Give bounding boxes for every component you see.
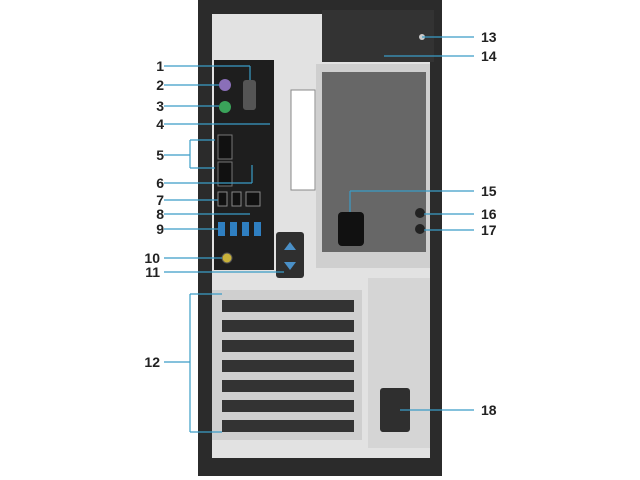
- psu-vent: [322, 72, 426, 252]
- displayport-1: [217, 134, 233, 160]
- callout-15: 15: [481, 183, 497, 199]
- usb2-port-2: [231, 191, 242, 207]
- callout-17: 17: [481, 222, 497, 238]
- expansion-slots: [212, 290, 362, 440]
- callout-5: 5: [156, 147, 164, 163]
- callout-11: 11: [145, 264, 160, 280]
- psu-test-light: [415, 224, 425, 234]
- callout-1: 1: [156, 58, 164, 74]
- usb3-port-3: [242, 222, 249, 236]
- callout-4: 4: [156, 116, 164, 132]
- callout-10: 10: [144, 250, 160, 266]
- usb3-port-1: [218, 222, 225, 236]
- callout-6: 6: [156, 175, 164, 191]
- usb3-port-4: [254, 222, 261, 236]
- ps2-mouse-port: [219, 79, 231, 91]
- callout-3: 3: [156, 98, 164, 114]
- usb3-port-2: [230, 222, 237, 236]
- lower-latch: [380, 388, 410, 432]
- usb2-port-1: [217, 191, 228, 207]
- callout-9: 9: [156, 221, 164, 237]
- ps2-keyboard-port: [219, 101, 231, 113]
- lock-cover: [322, 10, 434, 62]
- serial-port: [243, 80, 256, 110]
- ethernet-port: [245, 191, 261, 207]
- callout-16: 16: [481, 206, 497, 222]
- power-connector: [338, 212, 364, 246]
- audio-jack: [221, 252, 233, 264]
- callout-12: 12: [144, 354, 160, 370]
- callout-14: 14: [481, 48, 497, 64]
- callout-7: 7: [156, 192, 164, 208]
- release-latch: [276, 232, 304, 278]
- psu-test-button: [415, 208, 425, 218]
- callout-18: 18: [481, 402, 497, 418]
- callout-13: 13: [481, 29, 497, 45]
- callout-8: 8: [156, 206, 164, 222]
- leader-lines: [164, 36, 474, 433]
- vent-slot: [290, 89, 316, 191]
- displayport-2: [217, 161, 233, 187]
- callout-2: 2: [156, 77, 164, 93]
